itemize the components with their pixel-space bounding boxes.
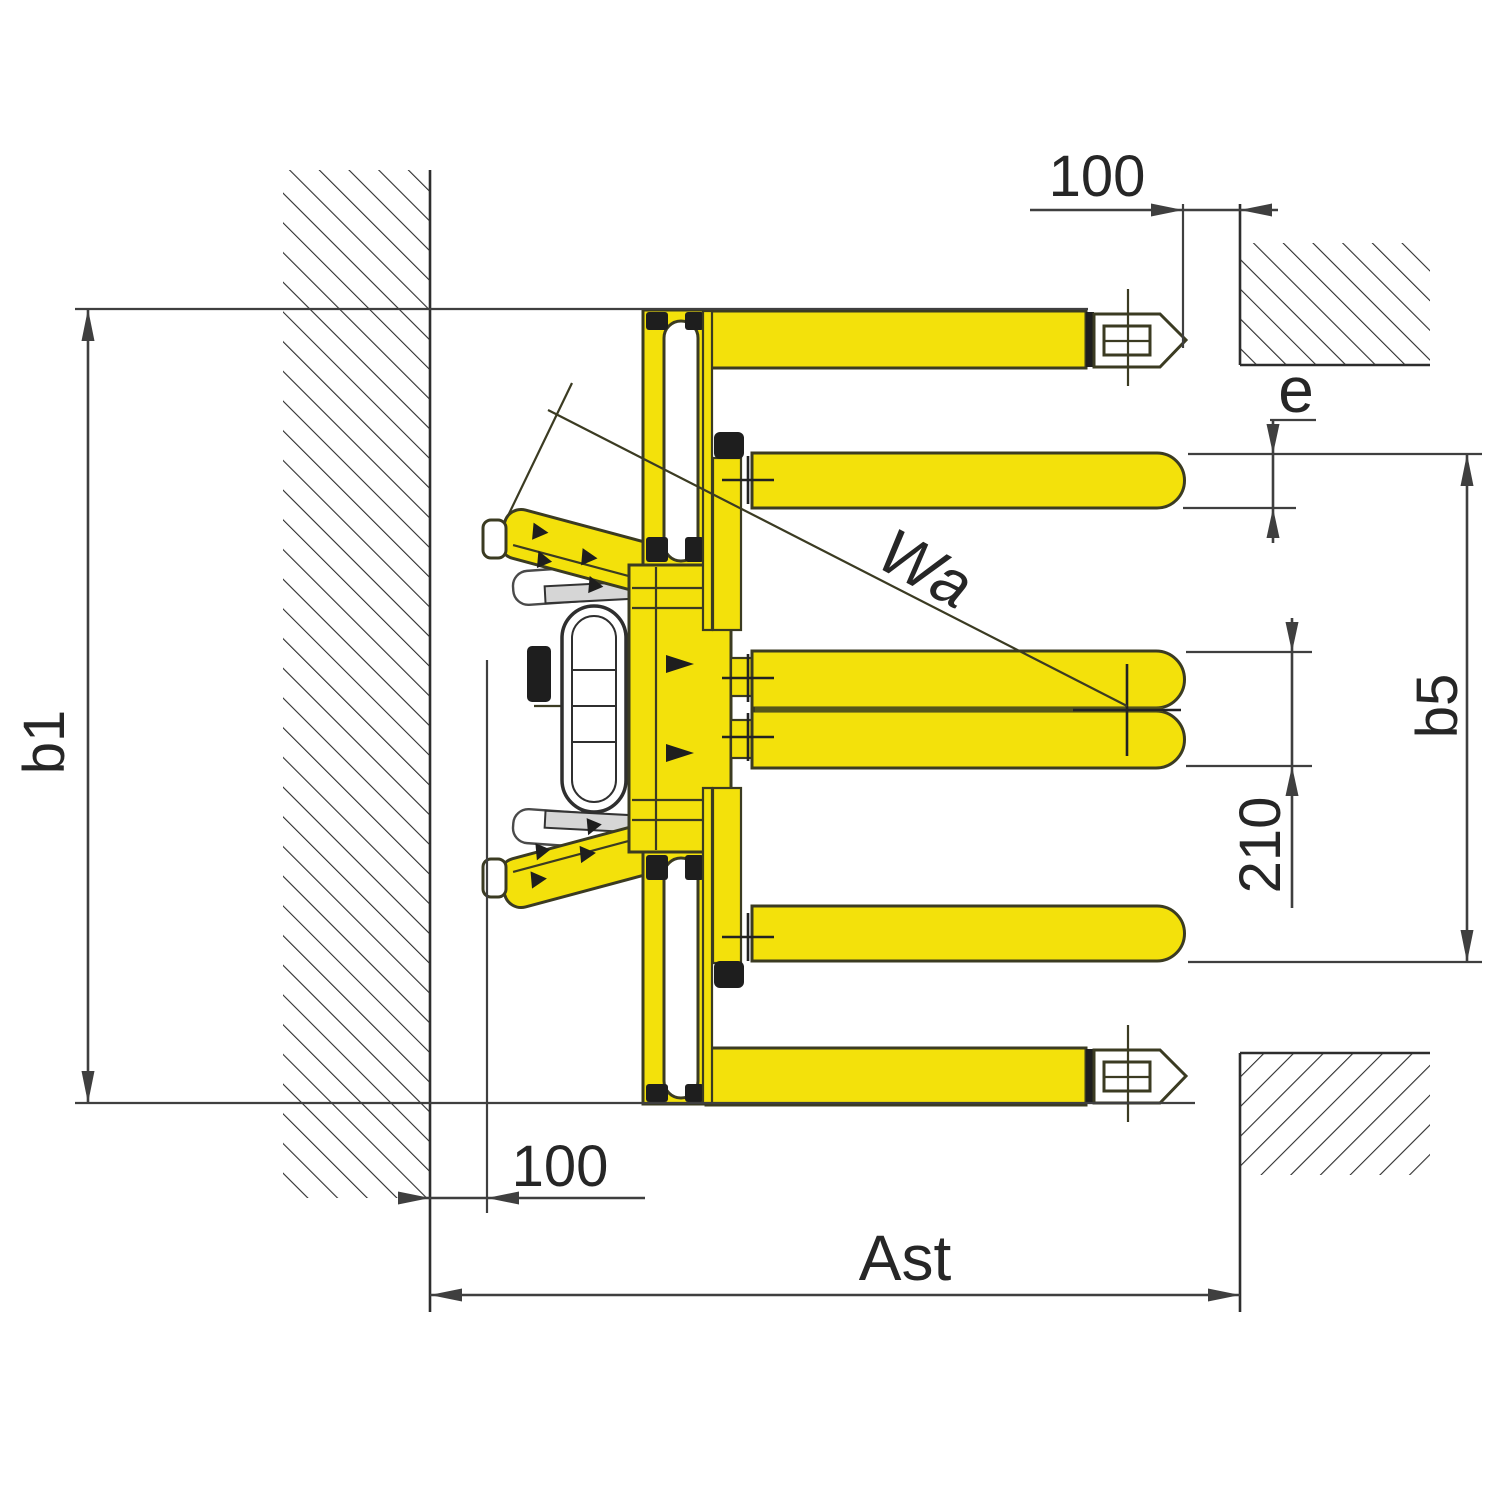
arm-marker <box>532 522 549 540</box>
direction-arrow <box>666 655 694 673</box>
top-right-wall-block <box>1238 204 1430 367</box>
dim-top-clearance: 100 <box>1030 144 1278 348</box>
tie-rod-knob-bottom <box>714 961 744 988</box>
ast-label: Ast <box>859 1222 952 1294</box>
fork-arm-bottom <box>704 1025 1189 1122</box>
tie-rod-bottom <box>711 786 743 965</box>
mast-side-rail-top <box>701 309 714 632</box>
b1-label: b1 <box>12 710 77 775</box>
arm-marker <box>588 575 604 594</box>
lift-cylinder-slot <box>662 856 700 1100</box>
fork-pair-width-label: 210 <box>1228 797 1293 894</box>
mast-bottom <box>641 850 708 1106</box>
dim-b5: b5 <box>1188 454 1482 964</box>
direction-arrow <box>666 744 694 762</box>
arm-marker <box>586 818 602 836</box>
dim-ast: Ast <box>430 1222 1240 1302</box>
tiller-knob <box>527 646 551 702</box>
stacker-machine <box>481 289 1189 1122</box>
fork-arm-top <box>704 289 1189 386</box>
fork-4 <box>750 709 1186 770</box>
caster-arm-top-bracket <box>481 518 508 560</box>
lift-cylinder-slot <box>662 319 700 563</box>
bottom-right-wall-hatch <box>1240 1053 1430 1175</box>
fork-2 <box>750 451 1186 510</box>
dim-b1: b1 <box>12 307 1195 1105</box>
fork-3 <box>750 649 1186 710</box>
dim-rear-clearance: 100 <box>398 660 645 1213</box>
arm-marker <box>579 845 596 864</box>
top-clearance-label: 100 <box>1049 144 1146 209</box>
bottom-right-wall-block <box>1238 1051 1430 1312</box>
wa-line <box>547 409 1128 707</box>
dim-fork-pair: 210 <box>1186 618 1312 908</box>
wa-label: Wa <box>867 514 985 622</box>
mast-top <box>641 308 708 567</box>
caster-swivel-indicator-line <box>504 382 573 523</box>
turning-center-mark <box>1073 664 1181 756</box>
left-wall-hatch <box>283 170 430 1198</box>
fork-5 <box>750 904 1186 963</box>
left-wall <box>283 170 432 1312</box>
arm-marker <box>530 871 547 889</box>
drive-wheel <box>560 604 628 814</box>
caster-arm-bottom-bracket <box>481 857 508 899</box>
e-label: e <box>1278 354 1314 426</box>
top-right-wall-hatch <box>1240 243 1430 365</box>
rear-clearance-label: 100 <box>512 1134 609 1199</box>
dim-e: e <box>1183 354 1482 543</box>
caster-arm-bottom <box>498 818 658 910</box>
mast-side-rail-bottom <box>701 786 714 1106</box>
tie-rod-top <box>711 456 743 632</box>
b5-label: b5 <box>1405 674 1470 739</box>
arm-marker <box>535 843 551 861</box>
load-roller-marks <box>722 456 774 961</box>
arm-marker <box>536 550 553 568</box>
arm-marker <box>581 548 598 566</box>
tie-rod-knob-top <box>714 432 744 459</box>
